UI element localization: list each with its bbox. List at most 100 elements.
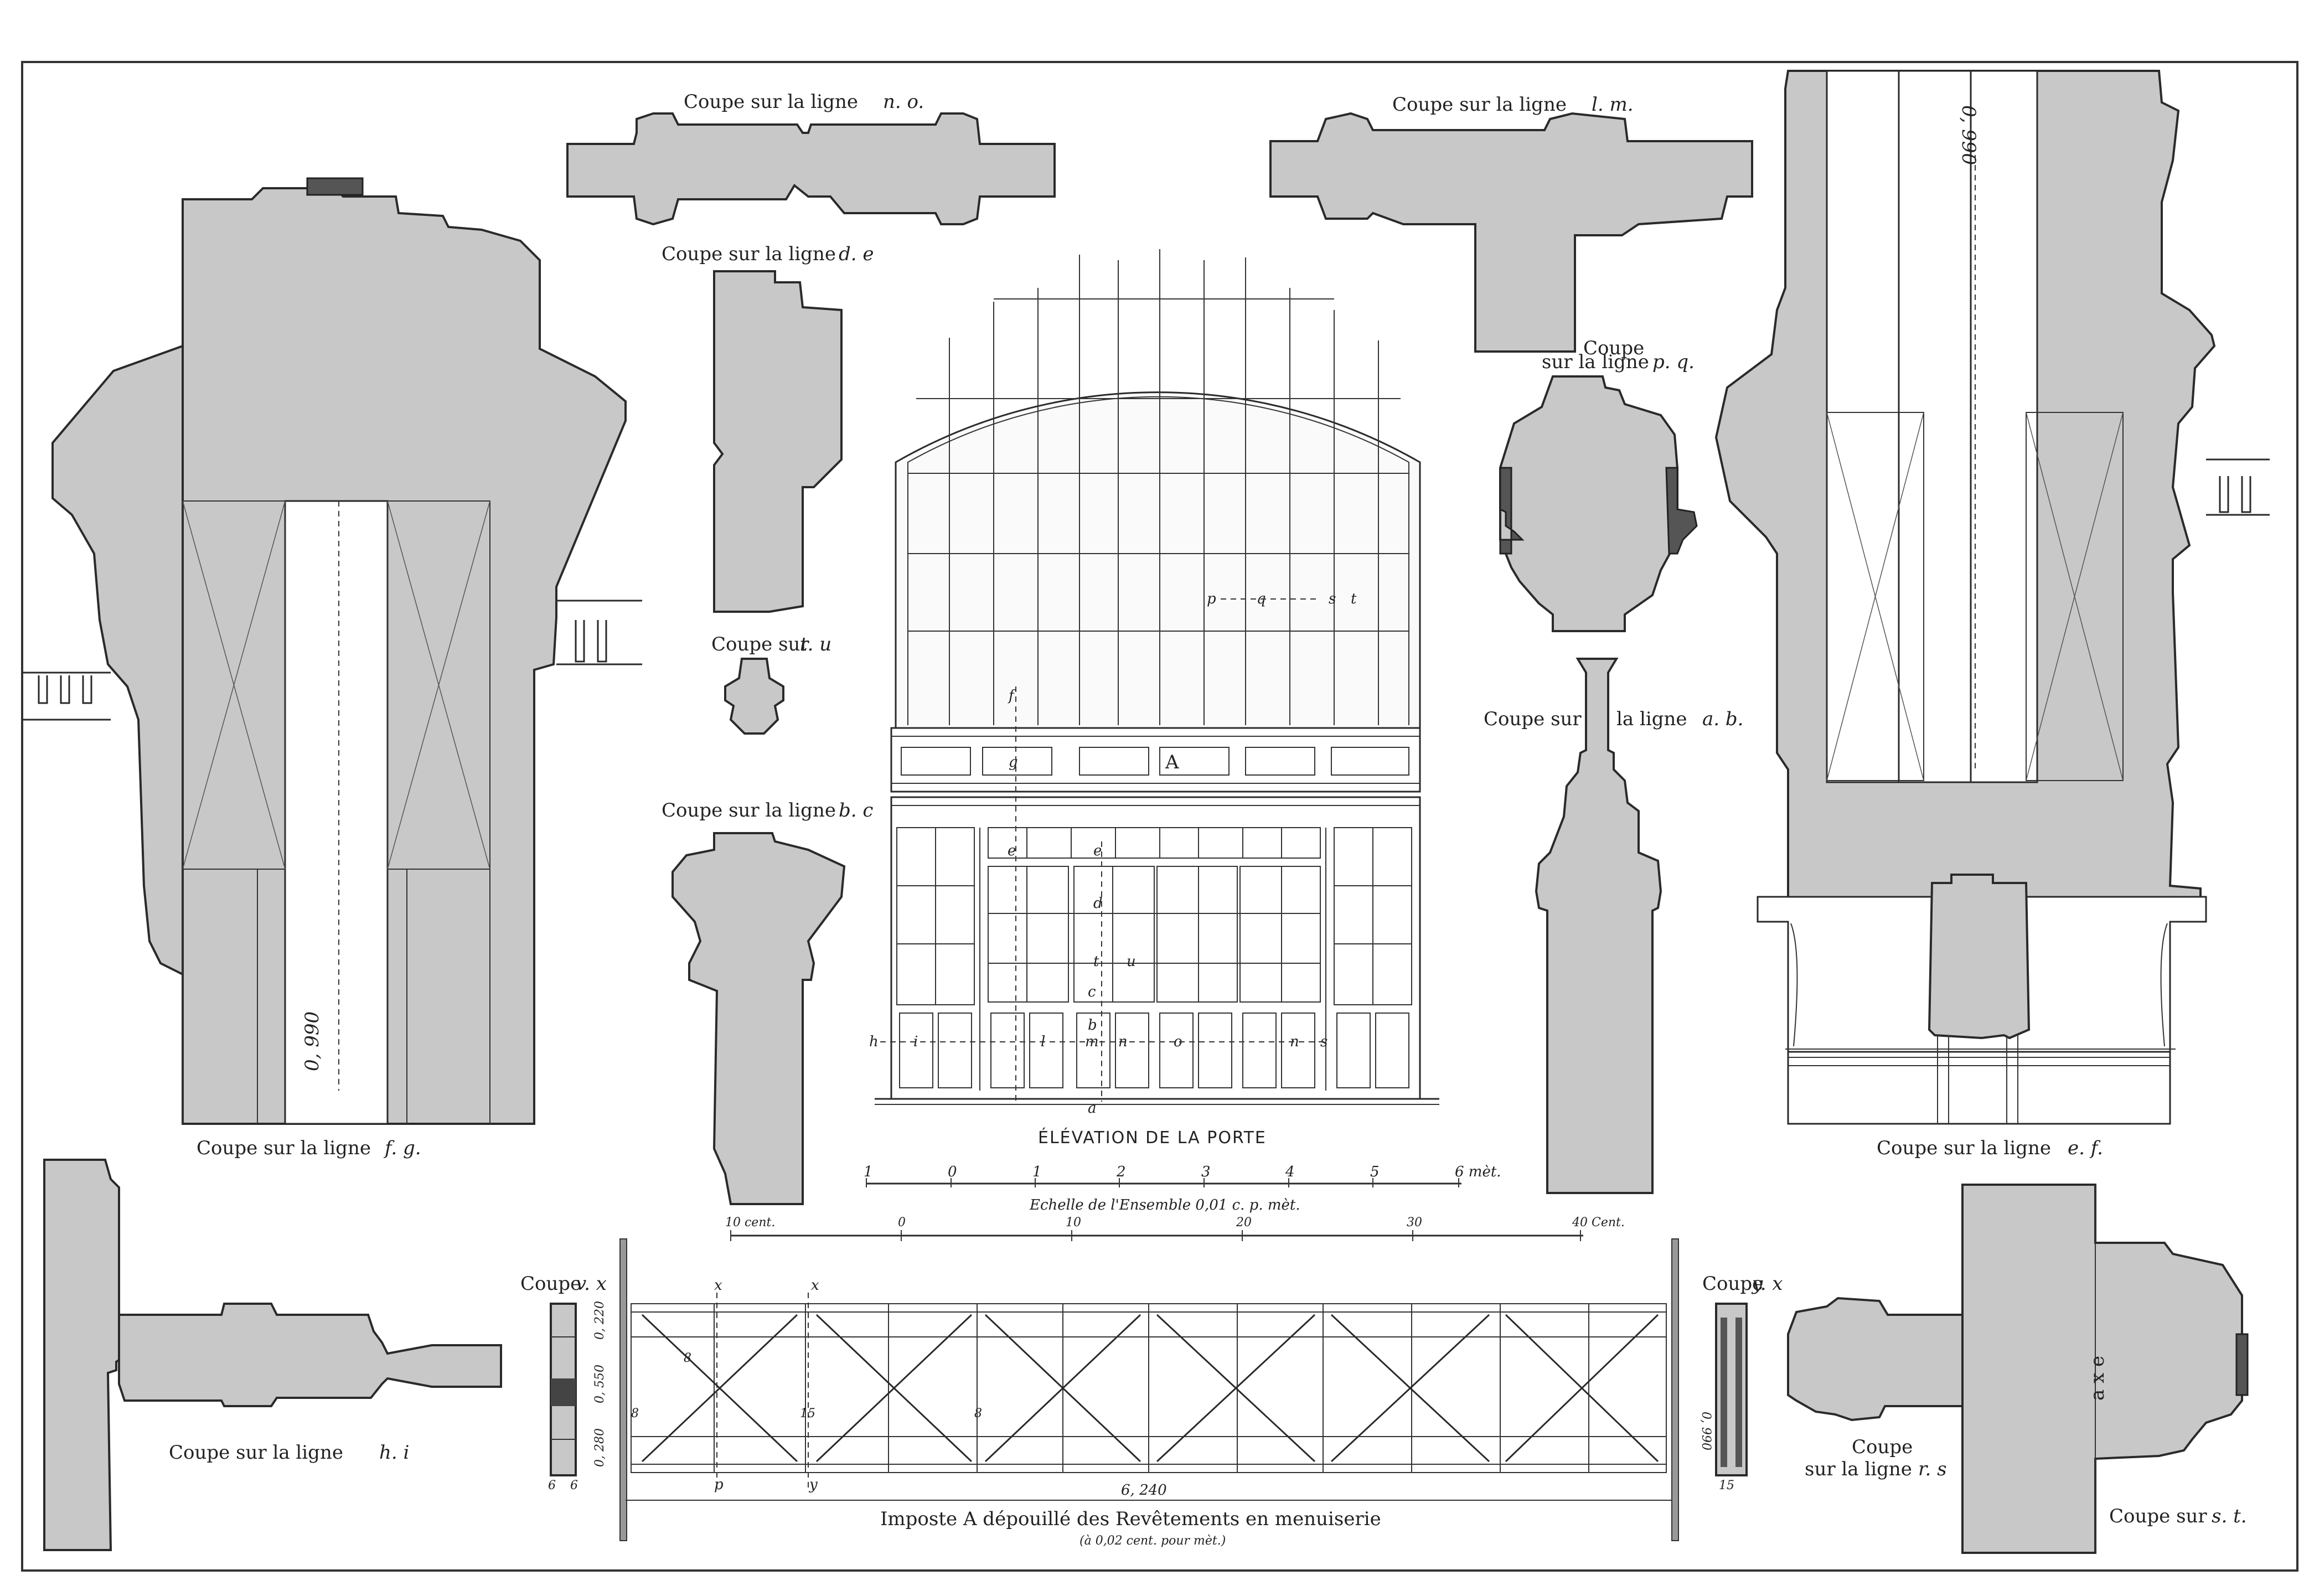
imposte-mark-8a: 8: [684, 1351, 691, 1365]
ens-tick-7: 6 mèt.: [1455, 1164, 1501, 1180]
label-coupe-bc: Coupe sur la ligne: [662, 799, 836, 822]
section-no-drawing: [566, 112, 1056, 226]
yx-mark-15: 15: [1719, 1479, 1734, 1492]
elev-letter-a: a: [1088, 1100, 1097, 1117]
imposte-mark-y: y: [809, 1476, 818, 1493]
ens-tick-4: 3: [1201, 1164, 1211, 1180]
elev-letter-n2: n: [1290, 1034, 1299, 1050]
label-coupe-hi-letters: h. i: [379, 1442, 409, 1464]
label-coupe-ef-letters: e. f.: [2068, 1137, 2103, 1159]
det-tick-0: 10 cent.: [725, 1216, 775, 1230]
imposte-mark-8c: 8: [631, 1407, 639, 1421]
vx-dim-0280: 0, 280: [593, 1428, 607, 1467]
imposte-mark-x2: x: [811, 1277, 819, 1294]
elev-letter-h: h: [869, 1034, 879, 1050]
label-coupe-ab-2: la ligne: [1616, 708, 1687, 730]
label-coupe-bc-letters: b. c: [839, 799, 873, 822]
vx-dim-0550: 0, 550: [593, 1365, 607, 1403]
elev-letter-u: u: [1127, 953, 1136, 970]
label-coupe-rs-2: sur la ligne: [1805, 1458, 1912, 1480]
sheet-border: [21, 61, 2298, 1572]
label-coupe-st-letters: s. t.: [2212, 1505, 2247, 1527]
section-lm-drawing: [1269, 112, 1753, 353]
elev-letter-s: s: [1329, 591, 1336, 607]
section-fg-drawing: 0, 990: [22, 177, 642, 1125]
elev-letter-p: p: [1207, 591, 1216, 607]
imposte-mark-x1: x: [714, 1277, 722, 1294]
elev-letter-e2: e: [1093, 843, 1102, 859]
scale-details: 10 cent. 0 10 20 30 40 Cent.: [725, 1216, 1625, 1241]
panel-A-label: A: [1165, 751, 1179, 773]
label-coupe-rs-1: Coupe: [1852, 1436, 1913, 1458]
imposte-length: 6, 240: [1121, 1482, 1167, 1499]
label-coupe-de-letters: d. e: [839, 243, 874, 265]
section-hi-drawing: [43, 1159, 502, 1551]
section-tu-drawing: [724, 658, 784, 735]
vx-mark-6b: 6: [570, 1479, 578, 1492]
label-coupe-st: Coupe sur: [2109, 1505, 2207, 1527]
label-coupe-vx-letters: v. x: [576, 1273, 607, 1295]
section-vx-drawing: 0, 220 0, 550 0, 280 6 6: [548, 1301, 607, 1492]
elev-letter-i: i: [913, 1034, 918, 1050]
elev-letter-o: o: [1174, 1034, 1182, 1050]
imposte-drawing: 6, 240 x x p y 8 15 8 8: [619, 1238, 1679, 1541]
label-coupe-hi: Coupe sur la ligne: [169, 1442, 343, 1464]
label-coupe-de: Coupe sur la ligne: [662, 243, 836, 265]
elev-letter-g: g: [1009, 754, 1018, 771]
elevation-door-drawing: A: [869, 249, 1439, 1117]
section-de-drawing: [713, 270, 843, 613]
imposte-title: Imposte A dépouillé des Revêtements en m…: [880, 1508, 1381, 1530]
elev-letter-d: d: [1093, 895, 1103, 912]
label-coupe-ab-letters: a. b.: [1702, 708, 1743, 730]
axe-label: a x e: [2086, 1356, 2109, 1401]
section-bc-drawing: [671, 832, 846, 1205]
det-tick-2: 10: [1066, 1216, 1081, 1230]
ens-tick-1: 0: [948, 1164, 957, 1180]
scale-ensemble: 1 0 1 2 3 4 5 6 mèt. Echelle de l'Ensemb…: [864, 1164, 1501, 1213]
section-ef-drawing: 0, 990: [1714, 70, 2270, 1125]
label-coupe-rs-letters: r. s: [1918, 1458, 1947, 1480]
section-rs-st-drawing: a x e: [1787, 1184, 2249, 1554]
label-coupe-pq-2: sur la ligne: [1542, 351, 1649, 373]
label-coupe-lm-letters: l. m.: [1592, 94, 1634, 116]
vx-dim-0220: 0, 220: [593, 1301, 607, 1340]
yx-dim-0990: 0, 990: [1699, 1412, 1713, 1450]
label-coupe-vx: Coupe: [520, 1273, 581, 1295]
vx-mark-6a: 6: [548, 1479, 556, 1492]
elevation-title: ÉLÉVATION DE LA PORTE: [1038, 1128, 1267, 1148]
ens-tick-6: 5: [1370, 1164, 1380, 1180]
label-coupe-no-letters: n. o.: [883, 91, 924, 113]
ens-tick-2: 1: [1032, 1164, 1042, 1180]
scale-ensemble-caption: Echelle de l'Ensemble 0,01 c. p. mèt.: [1029, 1197, 1300, 1213]
label-coupe-tu: Coupe sur: [711, 633, 809, 655]
label-coupe-yx: Coupe: [1702, 1273, 1763, 1295]
imposte-mark-8b: 8: [974, 1407, 982, 1421]
det-tick-3: 20: [1236, 1216, 1252, 1230]
imposte-mark-p: p: [714, 1476, 724, 1493]
ens-tick-0: 1: [864, 1164, 873, 1180]
section-yx-drawing: 0, 990 15: [1699, 1303, 1748, 1492]
label-coupe-ef: Coupe sur la ligne: [1877, 1137, 2051, 1159]
det-tick-4: 30: [1407, 1216, 1422, 1230]
elev-letter-t: t: [1351, 591, 1357, 607]
section-ab-drawing: [1535, 658, 1662, 1194]
det-tick-1: 0: [898, 1216, 906, 1230]
elev-letter-b: b: [1088, 1017, 1097, 1034]
label-coupe-no: Coupe sur la ligne: [684, 91, 858, 113]
imposte-scale: (à 0,02 cent. pour mèt.): [1079, 1534, 1226, 1548]
label-coupe-pq-1: Coupe: [1583, 337, 1644, 359]
ens-tick-5: 4: [1285, 1164, 1295, 1180]
imposte-mark-15: 15: [800, 1407, 815, 1421]
label-coupe-fg: Coupe sur la ligne: [197, 1137, 371, 1159]
ens-tick-3: 2: [1116, 1164, 1126, 1180]
label-coupe-lm: Coupe sur la ligne: [1392, 94, 1567, 116]
elev-letter-c: c: [1088, 984, 1096, 1000]
label-coupe-fg-letters: f. g.: [383, 1137, 421, 1159]
label-coupe-tu-letters: t. u: [800, 633, 831, 655]
label-coupe-ab-1: Coupe sur: [1484, 708, 1582, 730]
dim-0990-left: 0, 990: [301, 1011, 323, 1071]
dim-0990-right: 0, 990: [1957, 105, 1980, 165]
det-tick-5: 40 Cent.: [1572, 1216, 1625, 1230]
label-coupe-pq-letters: p. q.: [1652, 351, 1695, 373]
